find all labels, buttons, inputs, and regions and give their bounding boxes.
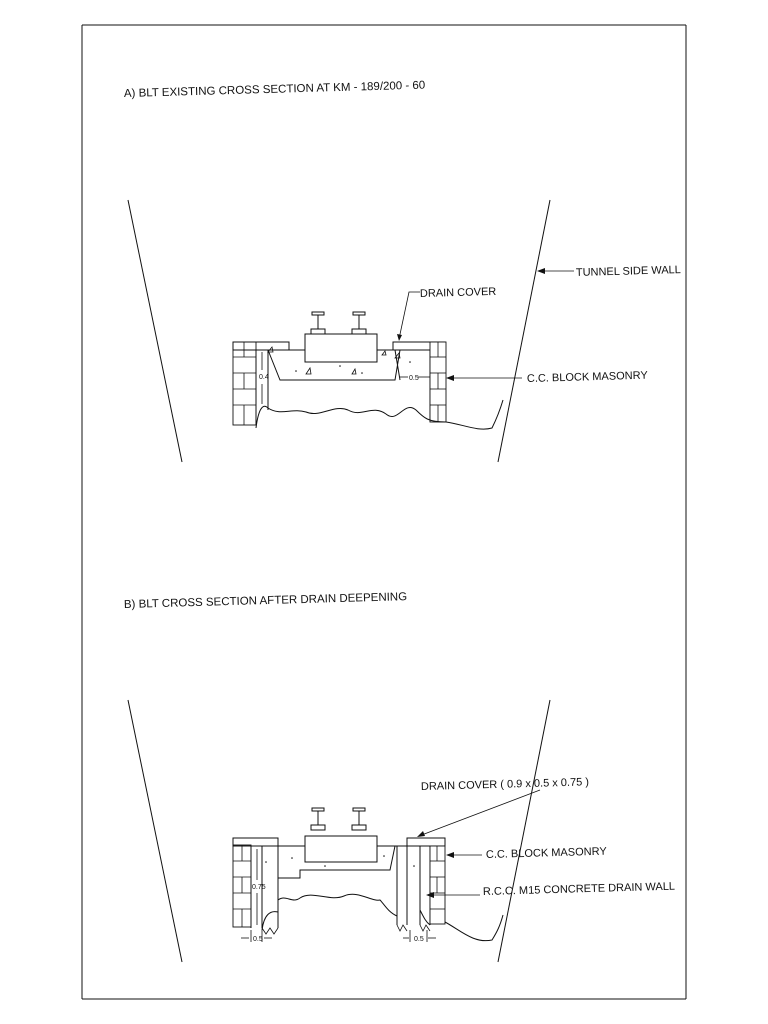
drain-cover-b <box>406 837 446 847</box>
dim-right-width-b: 0.5 <box>403 930 436 943</box>
leader-drain-cover-a <box>398 291 420 340</box>
label-drain-cover-b: DRAIN COVER ( 0.9 x 0.5 x 0.75 ) <box>421 776 589 793</box>
arrow-cc-block-masonry-b <box>446 852 454 858</box>
right-masonry <box>429 341 447 423</box>
section-a-dim-height: 0.4 <box>259 374 269 381</box>
section-b-title: B) BLT CROSS SECTION AFTER DRAIN DEEPENI… <box>124 591 408 611</box>
arrow-cc-block-masonry-a <box>446 375 454 381</box>
label-tunnel-side-wall: TUNNEL SIDE WALL <box>576 264 681 279</box>
tunnel-right-wall <box>497 199 551 463</box>
dim-left-width-b: 0.5 <box>241 930 272 943</box>
track-bed <box>267 349 401 381</box>
section-a: A) BLT EXISTING CROSS SECTION AT KM - 18… <box>124 80 681 463</box>
left-masonry-b <box>232 844 252 928</box>
sheet-frame <box>81 24 687 1000</box>
arrow-tunnel-side-wall <box>537 268 545 274</box>
label-drain-cover-a: DRAIN COVER <box>420 286 497 300</box>
concrete-marks-b <box>265 855 415 867</box>
left-walkway-slab-b <box>232 837 279 847</box>
rail-left <box>310 311 326 335</box>
tunnel-left-wall-b <box>127 699 183 963</box>
tunnel-left-wall <box>127 199 183 463</box>
arrow-drain-cover-b <box>417 831 425 837</box>
section-b-dim-right-width: 0.5 <box>414 936 424 943</box>
label-rcc-drain-wall: R.C.C. M15 CONCRETE DRAIN WALL <box>483 881 675 898</box>
arrow-rcc-drain-wall <box>426 892 434 898</box>
track-bed-b <box>278 845 396 879</box>
leader-drain-cover-b <box>418 789 541 837</box>
arrow-drain-cover-a <box>397 334 402 341</box>
label-cc-block-masonry-b: C.C. BLOCK MASONRY <box>486 846 608 861</box>
left-masonry <box>232 341 257 426</box>
section-b: B) BLT CROSS SECTION AFTER DRAIN DEEPENI… <box>124 591 675 963</box>
rock-profile-a <box>255 399 504 430</box>
section-b-dim-height: 0.75 <box>252 884 266 891</box>
tunnel-right-wall-b <box>497 699 551 963</box>
left-walkway-slab <box>232 341 290 351</box>
section-a-title: A) BLT EXISTING CROSS SECTION AT KM - 18… <box>124 80 426 100</box>
rail-left-b <box>310 807 326 831</box>
section-a-dim-width: 0.5 <box>409 375 419 382</box>
section-b-dim-left-width: 0.5 <box>253 936 263 943</box>
rail-right-b <box>351 807 367 831</box>
sleeper-block-b <box>304 835 378 863</box>
rail-right <box>351 311 367 335</box>
rock-profile-b <box>261 893 504 942</box>
right-masonry-b <box>429 845 446 925</box>
concrete-marks <box>267 346 411 375</box>
label-cc-block-masonry-a: C.C. BLOCK MASONRY <box>527 370 649 385</box>
sleeper-block <box>304 333 378 363</box>
